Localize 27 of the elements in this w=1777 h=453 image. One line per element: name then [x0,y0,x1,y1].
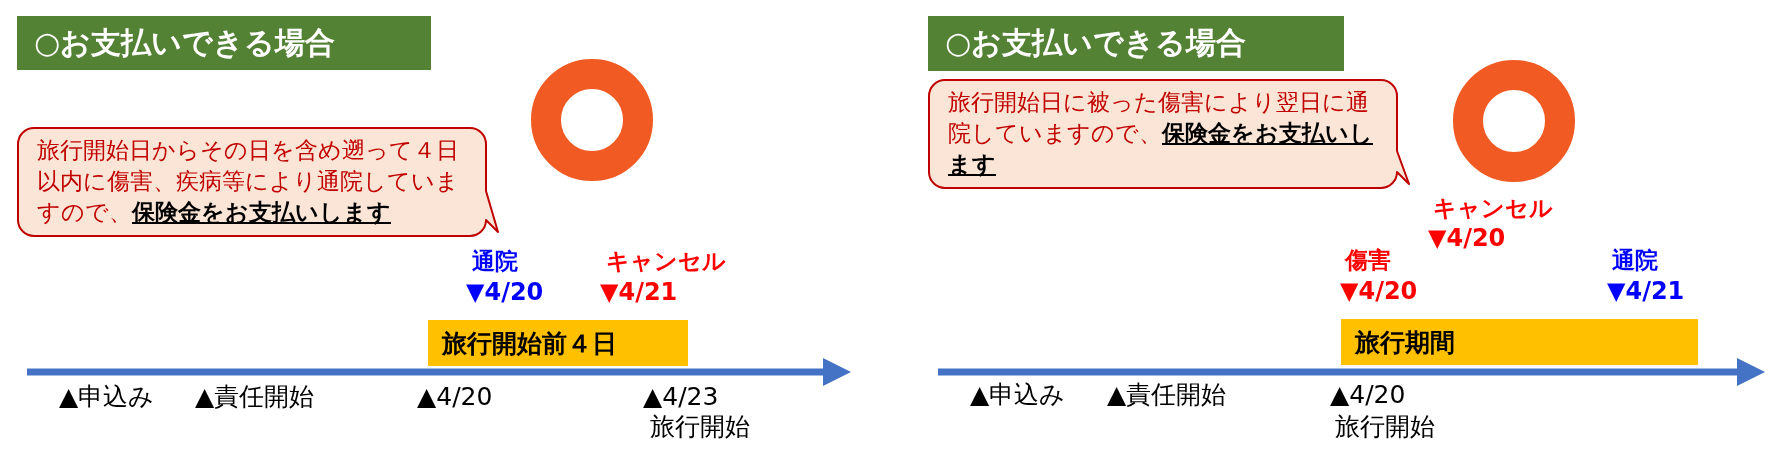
milestone-label: ▲申込み [970,380,1066,410]
date-label: ▼4/20 [466,279,544,307]
milestone-label: ▲責任開始 [1107,380,1227,410]
speech-bubble [17,127,500,237]
milestone-label: ▲4/23 [643,382,719,412]
date-label: ▼4/20 [1340,278,1418,306]
milestone-label: ▲責任開始 [195,382,315,412]
milestone-label: 旅行開始 [650,412,750,442]
callout-text: 旅行開始日に被った傷害により翌日に通院していますので、保険金をお支払いします [948,88,1374,179]
date-label: ▼4/20 [1428,225,1506,253]
event-label: キャンセル [606,247,726,275]
heading-banner: ○お支払いできる場合 [17,16,431,70]
event-label: 通院 [1612,246,1658,274]
event-label: 通院 [472,247,518,275]
heading-banner: ○お支払いできる場合 [928,16,1344,71]
event-label: キャンセル [1433,194,1553,222]
milestone-label: ▲4/20 [417,382,493,412]
period-bar: 旅行期間 [1341,319,1698,365]
milestone-label: ▲4/20 [1330,380,1406,410]
speech-bubble [928,79,1411,189]
event-label: 傷害 [1345,246,1391,274]
date-label: ▼4/21 [1607,278,1685,306]
period-bar: 旅行開始前４日 [428,320,688,366]
milestone-label: ▲申込み [59,382,155,412]
date-label: ▼4/21 [600,279,678,307]
callout-text: 旅行開始日からその日を含め遡って４日以内に傷害、疾病等により通院していますので、保険金をお支払いします [37,136,460,227]
milestone-label: 旅行開始 [1335,412,1435,442]
